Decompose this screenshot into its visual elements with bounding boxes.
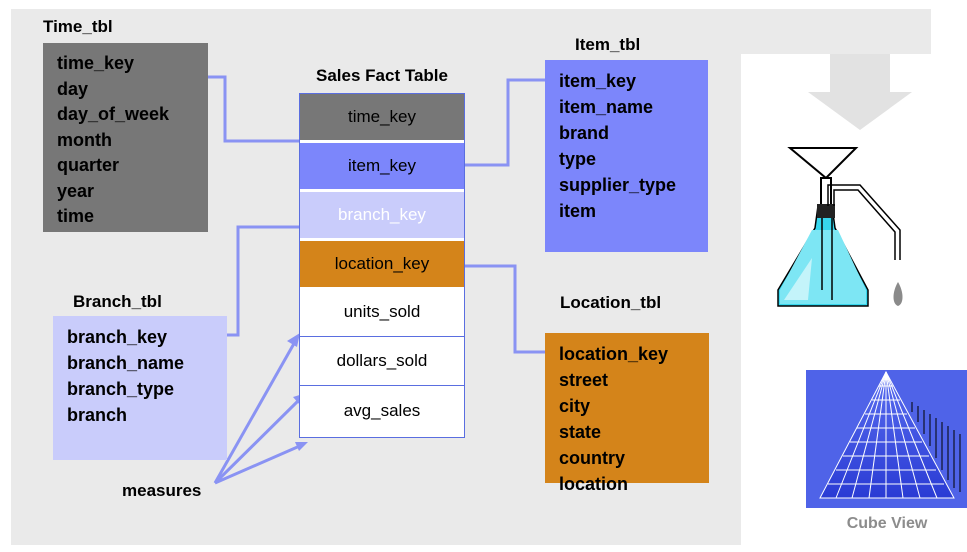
measure-arrow-avg bbox=[214, 443, 303, 485]
item-tbl-field: item_key bbox=[559, 71, 637, 91]
location-tbl-field: street bbox=[559, 370, 609, 390]
item-tbl-field: type bbox=[559, 149, 597, 169]
item-tbl-field: supplier_type bbox=[559, 175, 677, 195]
fact-measure-avg-sales: avg_sales bbox=[343, 400, 421, 420]
connector-item bbox=[465, 78, 545, 167]
branch-tbl-field: branch bbox=[67, 405, 128, 425]
measure-arrow-units bbox=[213, 339, 298, 484]
time-tbl-title: Time_tbl bbox=[43, 17, 113, 36]
diagram-background-top-strip bbox=[741, 9, 931, 54]
branch-tbl-field: branch_key bbox=[67, 327, 168, 347]
fact-key-item-key: item_key bbox=[300, 143, 464, 189]
funnel-flask-icon bbox=[777, 147, 903, 307]
time-tbl-field: day bbox=[57, 78, 89, 99]
location-tbl-field: country bbox=[559, 448, 626, 468]
arrowhead-units bbox=[287, 333, 300, 347]
measures-label: measures bbox=[122, 481, 202, 500]
measure-arrow-dollars bbox=[213, 396, 303, 485]
time-tbl-field: time bbox=[57, 206, 95, 226]
branch-tbl-field: branch_name bbox=[67, 353, 185, 373]
time-tbl-field: year bbox=[57, 180, 95, 201]
time-tbl-field: quarter bbox=[57, 155, 120, 175]
cube-icon bbox=[806, 370, 967, 508]
data-flow-arrow-icon bbox=[808, 54, 912, 130]
connector-time bbox=[208, 75, 299, 143]
location-tbl-field: location_key bbox=[559, 344, 669, 364]
arrowhead-avg bbox=[295, 442, 308, 451]
fact-key-location-key: location_key bbox=[300, 241, 464, 287]
location-tbl-title: Location_tbl bbox=[560, 293, 662, 312]
time-tbl-field: day_of_week bbox=[57, 104, 170, 124]
branch-tbl-field: branch_type bbox=[67, 379, 175, 399]
item-tbl-field: item bbox=[559, 201, 597, 221]
cube-view-label: Cube View bbox=[846, 515, 928, 532]
connector-branch bbox=[227, 225, 299, 337]
location-tbl-field: location bbox=[559, 474, 629, 494]
connector-location bbox=[465, 264, 545, 354]
item-tbl-field: item_name bbox=[559, 97, 654, 117]
item-tbl-title: Item_tbl bbox=[575, 35, 641, 54]
location-tbl-field: city bbox=[559, 396, 591, 416]
fact-key-branch-key: branch_key bbox=[300, 192, 464, 238]
fact-measure-dollars-sold: dollars_sold bbox=[300, 337, 464, 386]
fact-table-title: Sales Fact Table bbox=[316, 66, 448, 85]
item-tbl-field: brand bbox=[559, 123, 610, 143]
time-tbl-field: month bbox=[57, 129, 112, 150]
location-tbl-field: state bbox=[559, 422, 602, 442]
time-tbl-field: time_key bbox=[57, 53, 135, 73]
branch-tbl-title: Branch_tbl bbox=[73, 292, 162, 311]
fact-key-time-key: time_key bbox=[300, 94, 464, 140]
fact-measure-units-sold: units_sold bbox=[300, 288, 464, 337]
